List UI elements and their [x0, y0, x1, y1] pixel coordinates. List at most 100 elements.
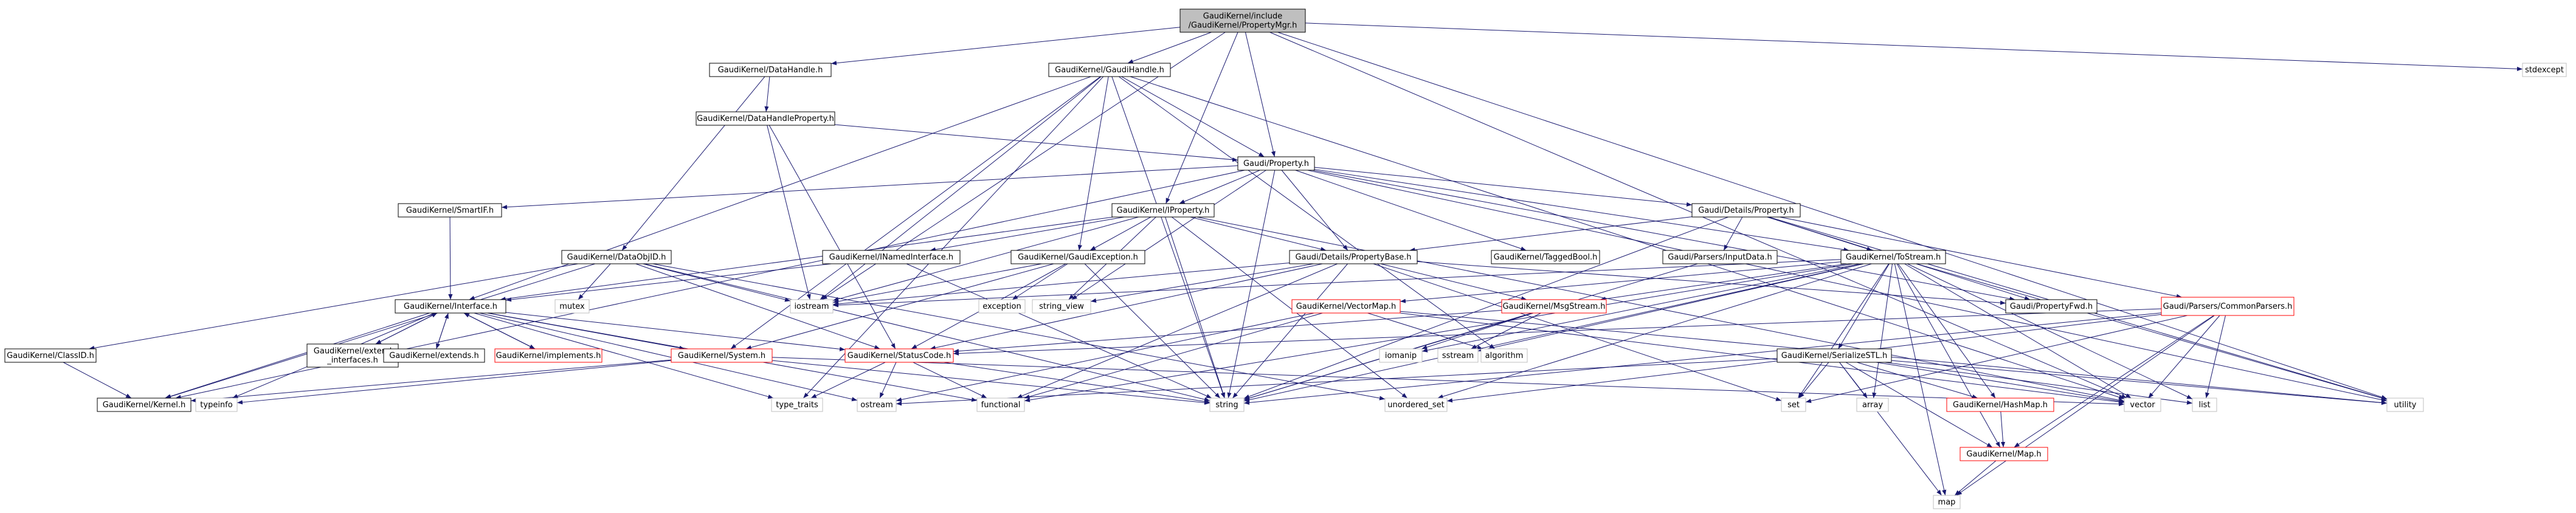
edge-propertybase-to-string	[1232, 263, 1348, 399]
node-serializestl[interactable]: GaudiKernel/SerializeSTL.h	[1777, 348, 1892, 363]
node-root[interactable]: GaudiKernel/include/GaudiKernel/Property…	[1179, 9, 1306, 33]
node-map_h[interactable]: GaudiKernel/Map.h	[1960, 447, 2048, 461]
edge-dataobjid-to-unordered_set	[652, 263, 1386, 401]
node-label: functional	[981, 401, 1021, 410]
node-inputdata[interactable]: Gaudi/Parsers/InputData.h	[1662, 250, 1778, 264]
node-gaudiexception[interactable]: GaudiKernel/GaudiException.h	[1010, 250, 1145, 264]
edge-tostream-to-map	[1894, 263, 1947, 496]
node-label: typeinfo	[200, 401, 232, 410]
node-classid[interactable]: GaudiKernel/ClassID.h	[4, 348, 97, 363]
node-extends[interactable]: GaudiKernel/extends.h	[383, 348, 485, 363]
node-kernel[interactable]: GaudiKernel/Kernel.h	[97, 398, 192, 412]
node-label: GaudiKernel/ToStream.h	[1846, 253, 1941, 262]
node-hashmap[interactable]: GaudiKernel/HashMap.h	[1946, 398, 2054, 412]
node-iproperty[interactable]: GaudiKernel/IProperty.h	[1111, 203, 1215, 218]
edge-root-to-stdexcept	[1305, 22, 2523, 71]
node-utility: utility	[2386, 398, 2424, 412]
node-gaudihandle[interactable]: GaudiKernel/GaudiHandle.h	[1048, 63, 1171, 77]
edge-tostream-to-iostream	[832, 259, 1842, 308]
node-array: array	[1856, 398, 1889, 412]
edge-dataobjid-to-kernel	[165, 263, 595, 399]
node-label: /GaudiKernel/PropertyMgr.h	[1189, 21, 1297, 30]
edge-gaudihandle-to-vector	[1130, 76, 2125, 399]
node-box	[822, 250, 961, 264]
node-iomanip: iomanip	[1379, 348, 1423, 363]
node-msgstream[interactable]: GaudiKernel/MsgStream.h	[1501, 299, 1607, 314]
node-label: string	[1215, 401, 1238, 410]
node-box	[1491, 250, 1600, 264]
edge-vectormap-to-ostream	[896, 312, 1314, 402]
node-inamedinterface[interactable]: GaudiKernel/INamedInterface.h	[822, 250, 961, 264]
edge-interface-to-type_traits	[474, 312, 774, 399]
edge-map_h-to-map	[1954, 460, 1997, 496]
node-box	[1662, 250, 1778, 264]
node-box	[2005, 299, 2098, 314]
node-label: GaudiKernel/implements.h	[496, 351, 601, 360]
edge-serializestl-to-set	[1798, 362, 1829, 399]
node-detailsproperty[interactable]: Gaudi/Details/Property.h	[1691, 203, 1801, 218]
node-label: unordered_set	[1387, 401, 1444, 410]
node-algorithm: algorithm	[1480, 348, 1528, 363]
node-label: GaudiKernel/ClassID.h	[7, 351, 94, 360]
edge-tostream-to-list	[1907, 263, 2193, 399]
edge-datahandleprop-to-property	[834, 124, 1238, 162]
node-statuscode[interactable]: GaudiKernel/StatusCode.h	[844, 348, 954, 363]
node-box	[1111, 203, 1215, 218]
edge-datahandleprop-to-statuscode	[768, 125, 896, 349]
node-vectormap[interactable]: GaudiKernel/VectorMap.h	[1291, 299, 1401, 314]
node-datahandleprop[interactable]: GaudiKernel/DataHandleProperty.h	[696, 111, 835, 126]
node-tostream[interactable]: GaudiKernel/ToStream.h	[1840, 250, 1946, 264]
edge-serializestl-to-hashmap	[1856, 362, 1978, 399]
node-string_view: string_view	[1032, 299, 1091, 314]
edge-iproperty-to-unordered_set	[1171, 216, 1408, 399]
node-box	[395, 299, 506, 314]
node-smartif[interactable]: GaudiKernel/SmartIF.h	[398, 203, 502, 218]
edge-property-to-iproperty	[1179, 170, 1260, 204]
edge-inamedinterface-to-interface	[505, 263, 832, 302]
edge-statuscode-to-functional	[913, 362, 987, 399]
node-taggedbool[interactable]: GaudiKernel/TaggedBool.h	[1491, 250, 1600, 264]
node-box	[1437, 348, 1479, 363]
node-string: string	[1209, 398, 1245, 412]
edge-root-to-property	[1245, 32, 1276, 157]
edge-vectormap-to-functional	[1024, 312, 1323, 399]
edge-commonparsers-to-string	[1243, 312, 2162, 405]
node-label: list	[2198, 401, 2210, 410]
node-label: set	[1787, 401, 1800, 410]
edge-extends-to-interface	[436, 312, 449, 349]
node-box	[1933, 495, 1961, 509]
node-propertybase[interactable]: Gaudi/Details/PropertyBase.h	[1289, 250, 1418, 264]
edge-vectormap-to-algorithm	[1367, 312, 1483, 349]
node-label: GaudiKernel/SmartIF.h	[406, 206, 494, 215]
edge-tostream-to-map_h	[1896, 263, 2001, 448]
node-exception: exception	[978, 299, 1026, 314]
node-property[interactable]: Gaudi/Property.h	[1237, 156, 1315, 171]
edge-propertybase-to-functional	[1017, 263, 1338, 399]
node-label: stdexcept	[2525, 66, 2564, 75]
node-label: mutex	[559, 302, 585, 311]
node-vector: vector	[2124, 398, 2161, 412]
node-set: set	[1781, 398, 1806, 412]
node-label: GaudiKernel/DataObjID.h	[567, 253, 666, 262]
edge-statuscode-to-type_traits	[810, 362, 886, 399]
node-commonparsers[interactable]: Gaudi/Parsers/CommonParsers.h	[2161, 297, 2295, 316]
node-datahandle[interactable]: GaudiKernel/DataHandle.h	[709, 63, 832, 77]
node-label: Gaudi/Property.h	[1243, 159, 1309, 168]
edge-hashmap-to-map_h	[2000, 411, 2006, 448]
node-type_traits: type_traits	[771, 398, 823, 412]
edge-gaudihandle-to-gaudiexception	[1077, 76, 1109, 251]
node-interface[interactable]: GaudiKernel/Interface.h	[395, 299, 506, 314]
node-box	[671, 348, 773, 363]
node-extend_interfaces[interactable]: GaudiKernel/extend_interfaces.h	[306, 343, 399, 368]
node-dataobjid[interactable]: GaudiKernel/DataObjID.h	[561, 250, 672, 264]
edge-tostream-to-iomanip	[1421, 263, 1860, 353]
edge-commonparsers-to-map_h	[2014, 315, 2214, 448]
node-system[interactable]: GaudiKernel/System.h	[671, 348, 773, 363]
node-box	[2124, 398, 2161, 412]
edge-tostream-to-unordered_set	[1437, 263, 1872, 399]
node-implements[interactable]: GaudiKernel/implements.h	[494, 348, 603, 363]
node-label: GaudiKernel/SerializeSTL.h	[1781, 351, 1887, 360]
node-propertyfwd[interactable]: Gaudi/PropertyFwd.h	[2005, 299, 2098, 314]
node-box	[97, 398, 192, 412]
edge-commonparsers-to-statuscode	[953, 308, 2162, 356]
